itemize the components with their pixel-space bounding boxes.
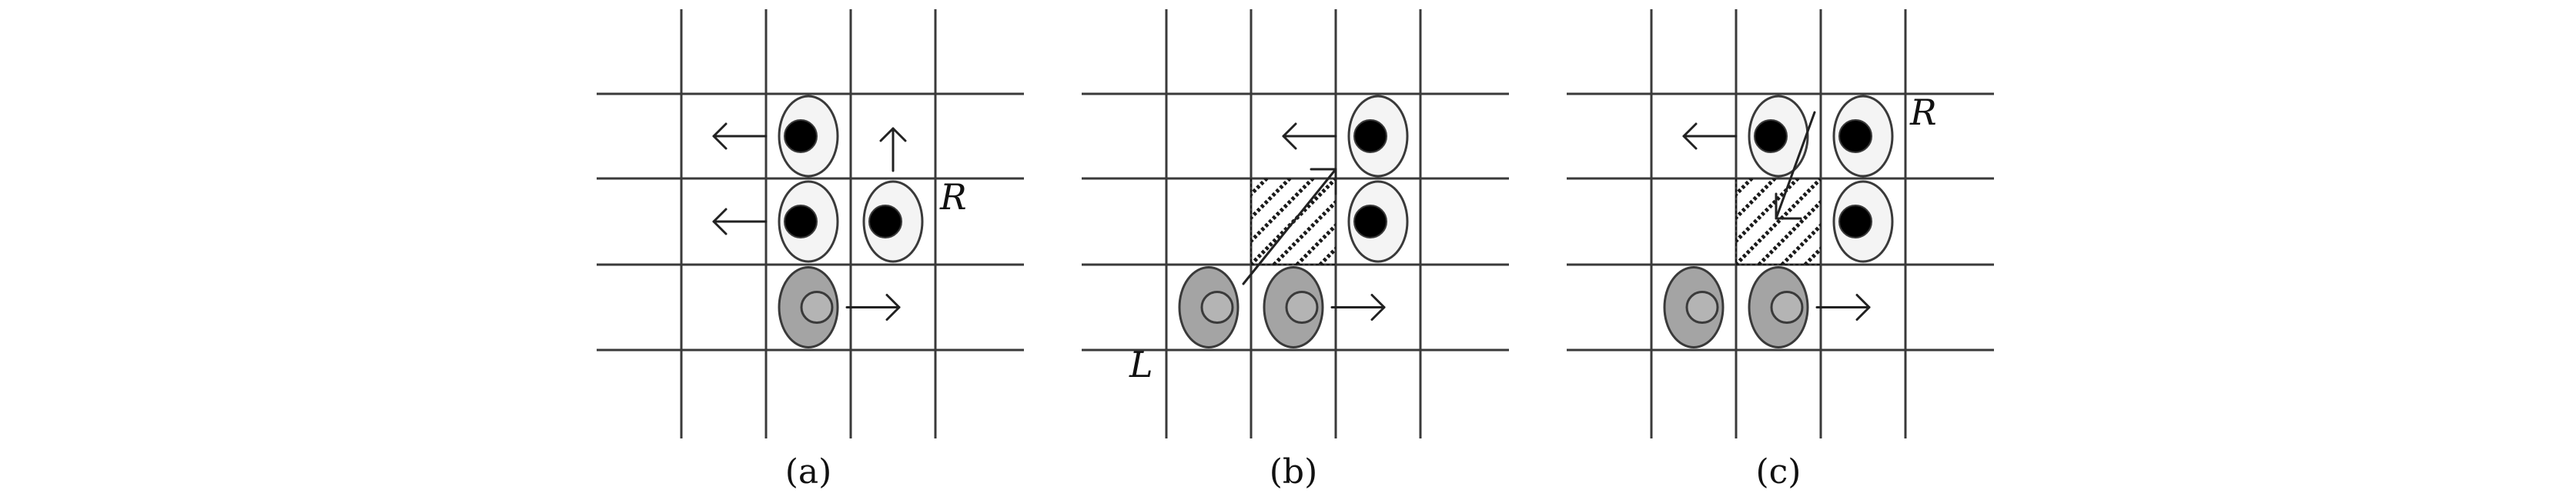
- panel-b: L (b): [1082, 9, 1509, 492]
- labels: R: [1909, 92, 1937, 133]
- cells: [1178, 95, 1409, 348]
- gray-cell: [1263, 266, 1324, 348]
- hatch-stroke: [1271, 199, 1336, 265]
- arrows: [1682, 111, 1871, 321]
- cells: [1663, 95, 1894, 348]
- gray-nucleus-icon: [1285, 291, 1319, 324]
- labels: R: [939, 176, 967, 218]
- panel-caption: (a): [785, 452, 832, 492]
- black-nucleus-icon: [1353, 205, 1387, 238]
- arrow-head: [712, 208, 728, 235]
- arrow-head: [885, 294, 901, 321]
- hatched-cells: [1735, 178, 1821, 265]
- hatch-stroke: [1736, 178, 1755, 198]
- arrow-shaft: [1242, 168, 1337, 285]
- white-cell: [778, 180, 839, 263]
- arrows: [1242, 122, 1386, 321]
- black-nucleus-icon: [784, 205, 818, 238]
- white-cell: [778, 95, 839, 178]
- white-cell: [1832, 95, 1894, 178]
- white-cell: [862, 180, 924, 263]
- cells: [778, 95, 924, 348]
- hatch-stroke: [1736, 178, 1801, 244]
- gray-cell: [778, 266, 839, 348]
- arrow-shaft: [1775, 111, 1816, 220]
- cell-label: R: [1909, 92, 1937, 133]
- grid-lines: [1567, 9, 1994, 438]
- gray-nucleus-icon: [1770, 291, 1804, 324]
- black-nucleus-icon: [868, 205, 902, 238]
- black-nucleus-icon: [1754, 119, 1788, 153]
- arrow-left-icon: [1682, 122, 1738, 150]
- hatched-cell: [1735, 178, 1821, 265]
- arrow-head: [712, 122, 728, 150]
- white-cell: [1748, 95, 1809, 178]
- arrow-left-icon: [712, 208, 768, 235]
- arrow-right-icon: [845, 294, 901, 321]
- arrow-head: [879, 127, 907, 142]
- black-nucleus-icon: [784, 119, 818, 153]
- arrow-left-icon: [1282, 122, 1337, 150]
- diagonal-arrow-icon: [1775, 111, 1816, 220]
- hatch-stroke: [1736, 178, 1821, 265]
- arrow-head: [1310, 168, 1337, 195]
- gray-cell: [1663, 266, 1725, 348]
- panel-caption: (c): [1756, 452, 1802, 492]
- hatch-stroke: [1294, 222, 1336, 265]
- white-cell: [1347, 95, 1409, 178]
- hatch-stroke: [1251, 178, 1316, 244]
- white-cell: [1832, 180, 1894, 263]
- arrow-head: [1775, 192, 1802, 220]
- gray-cell: [1748, 266, 1809, 348]
- gray-nucleus-icon: [1200, 291, 1234, 324]
- hatch-stroke: [1756, 199, 1821, 265]
- arrows: [712, 122, 907, 321]
- arrow-head: [1282, 122, 1297, 150]
- hatched-cell: [1250, 178, 1336, 265]
- hatch-stroke: [1317, 245, 1336, 265]
- gray-nucleus-icon: [800, 291, 834, 324]
- hatched-cells: [1250, 178, 1336, 265]
- labels: L: [1129, 344, 1153, 385]
- grid-lines: [597, 9, 1024, 438]
- arrow-up-icon: [879, 127, 907, 172]
- arrow-right-icon: [1815, 294, 1871, 321]
- gray-nucleus-icon: [1685, 291, 1719, 324]
- hatch-pattern: [1736, 178, 1821, 265]
- cell-label: R: [939, 176, 967, 218]
- panel-c: R (c): [1567, 9, 1994, 492]
- hatch-stroke: [1736, 178, 1778, 221]
- panel-a: R (a): [597, 9, 1024, 492]
- arrow-head: [1682, 122, 1698, 150]
- black-nucleus-icon: [1353, 119, 1387, 153]
- arrow-head: [1855, 294, 1871, 321]
- arrow-right-icon: [1330, 294, 1386, 321]
- white-cell: [1347, 180, 1409, 263]
- hatch-stroke: [1251, 178, 1270, 198]
- arrow-head: [1370, 294, 1386, 321]
- gray-cell: [1178, 266, 1239, 348]
- panel-caption: (b): [1270, 452, 1318, 492]
- black-nucleus-icon: [1838, 119, 1872, 153]
- diagonal-arrow-icon: [1242, 168, 1337, 285]
- hatch-stroke: [1802, 245, 1821, 265]
- hatch-stroke: [1779, 222, 1821, 265]
- black-nucleus-icon: [1838, 205, 1872, 238]
- hatch-stroke: [1251, 178, 1293, 221]
- arrow-left-icon: [712, 122, 768, 150]
- cell-label: L: [1129, 344, 1153, 385]
